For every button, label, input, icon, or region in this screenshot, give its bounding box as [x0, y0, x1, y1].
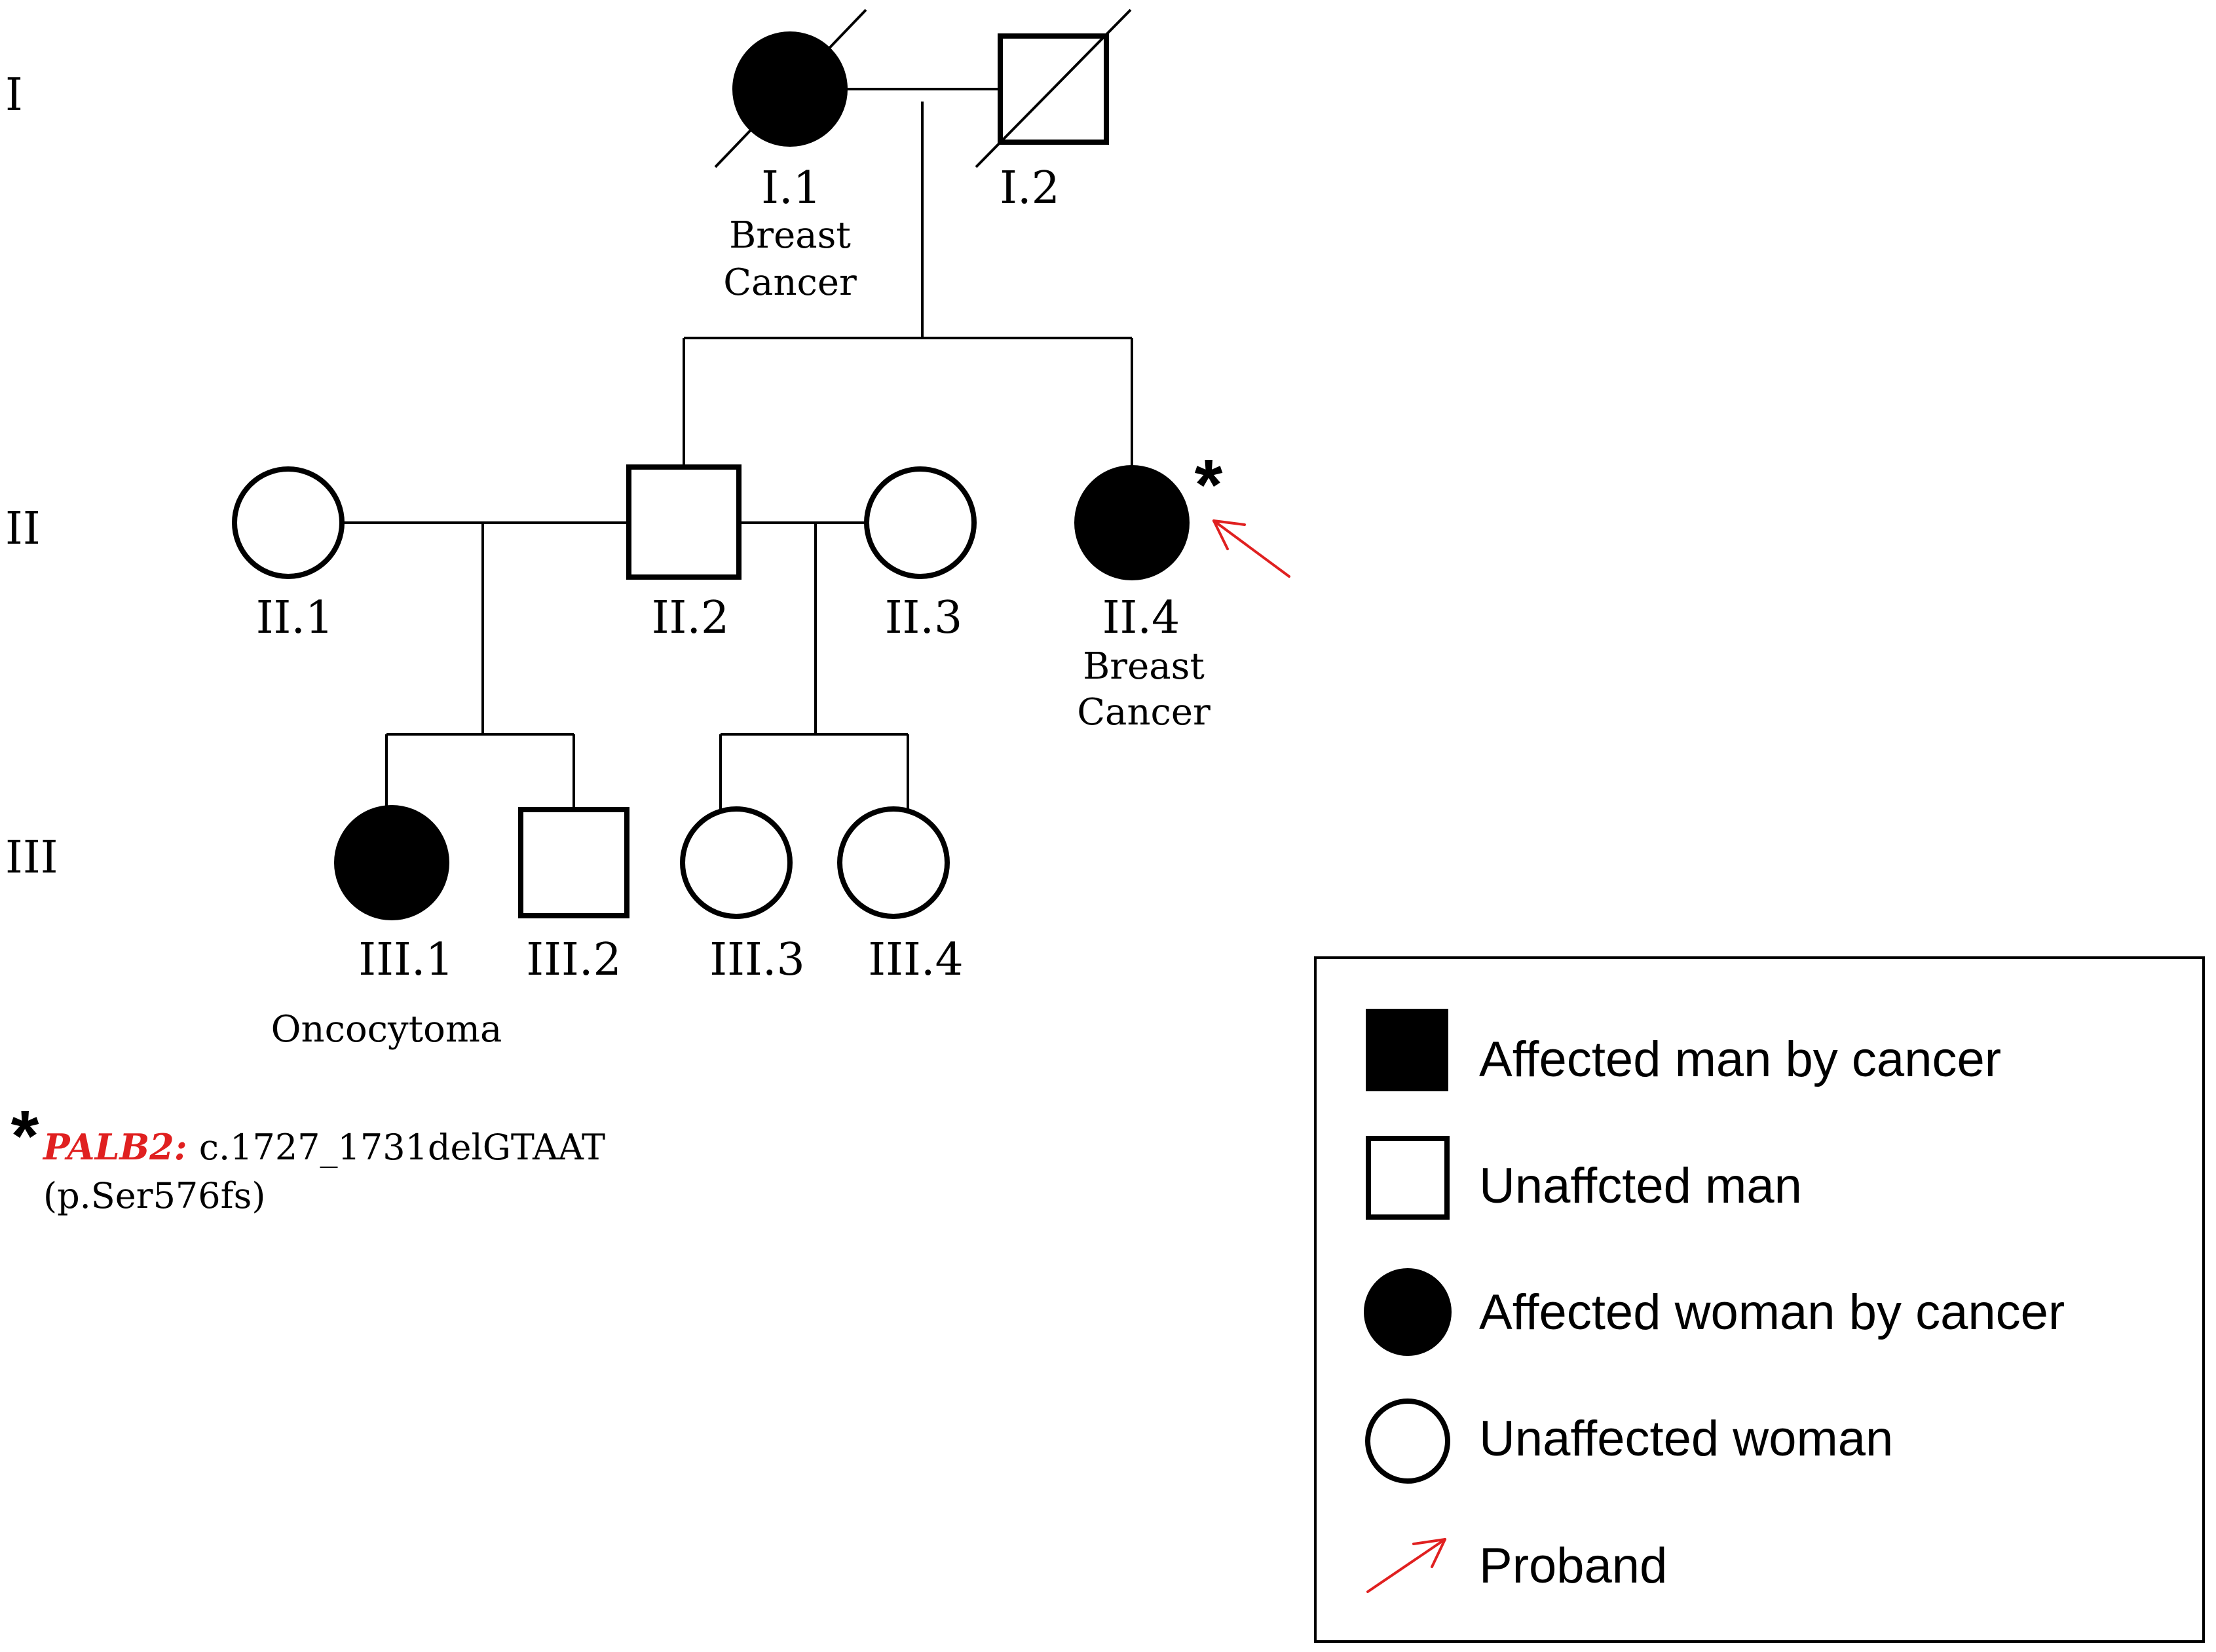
id-label-iii1: III.1 [358, 934, 453, 986]
individual-ii1-unaffected-female [232, 466, 345, 579]
legend-box [1314, 956, 2205, 1643]
legend-open-circle-icon [1365, 1399, 1450, 1484]
id-label-i1: I.1 [761, 162, 821, 214]
variant-asterisk: * [11, 1096, 39, 1176]
variant-hgvs: c.1727_1731delGTAAT [199, 1127, 605, 1168]
legend-filled-square-icon [1366, 1009, 1448, 1091]
legend-label-affected-man: Affected man by cancer [1479, 1032, 2001, 1087]
variant-line-1: PALB2: c.1727_1731delGTAAT [42, 1126, 605, 1168]
deceased-slash-i1 [714, 9, 867, 168]
individual-ii4-affected-female [1074, 465, 1190, 580]
legend-filled-circle-icon [1364, 1268, 1452, 1356]
individual-iii2-unaffected-male [518, 807, 629, 918]
deceased-slash-i2 [975, 9, 1132, 168]
pedigree-lines [343, 88, 1133, 810]
individual-iii3-unaffected-female [680, 806, 793, 919]
generation-label-3: III [5, 832, 58, 884]
legend: Affected man by cancer Unaffcted man Aff… [1314, 956, 2205, 1643]
carrier-asterisk-ii4: * [1195, 445, 1223, 525]
id-label-ii3: II.3 [885, 592, 963, 644]
individual-iii1-affected-female [334, 805, 449, 920]
id-label-iii3: III.3 [709, 934, 804, 986]
id-label-ii4: II.4 [1102, 592, 1180, 644]
diagnosis-label-i1-line2: Cancer [723, 261, 857, 304]
id-label-iii2: III.2 [526, 934, 621, 986]
id-label-i2: I.2 [1000, 162, 1060, 214]
diagnosis-label-iii1: Oncocytoma [271, 1008, 502, 1051]
diagnosis-label-ii4-line2: Cancer [1077, 691, 1211, 734]
id-label-iii4: III.4 [868, 934, 963, 986]
individual-ii2-unaffected-male [626, 464, 742, 580]
legend-open-square-icon [1366, 1136, 1450, 1220]
diagnosis-label-i1-line1: Breast [729, 214, 851, 257]
id-label-ii2: II.2 [652, 592, 730, 644]
proband-arrow [1212, 519, 1290, 578]
legend-label-unaffected-woman: Unaffected woman [1479, 1411, 1893, 1467]
gene-name: PALB2: [42, 1126, 187, 1168]
variant-protein: (p.Ser576fs) [43, 1175, 265, 1216]
individual-iii4-unaffected-female [837, 806, 950, 919]
legend-label-affected-woman: Affected woman by cancer [1479, 1285, 2065, 1340]
legend-proband-arrow-icon [1366, 1538, 1446, 1593]
generation-label-2: II [5, 503, 41, 555]
generation-label-1: I [5, 69, 23, 121]
legend-label-proband: Proband [1479, 1538, 1667, 1594]
id-label-ii1: II.1 [256, 592, 334, 644]
diagnosis-label-ii4-line1: Breast [1083, 645, 1205, 688]
individual-ii3-unaffected-female [864, 466, 977, 579]
legend-label-unaffected-man: Unaffcted man [1479, 1158, 1802, 1214]
